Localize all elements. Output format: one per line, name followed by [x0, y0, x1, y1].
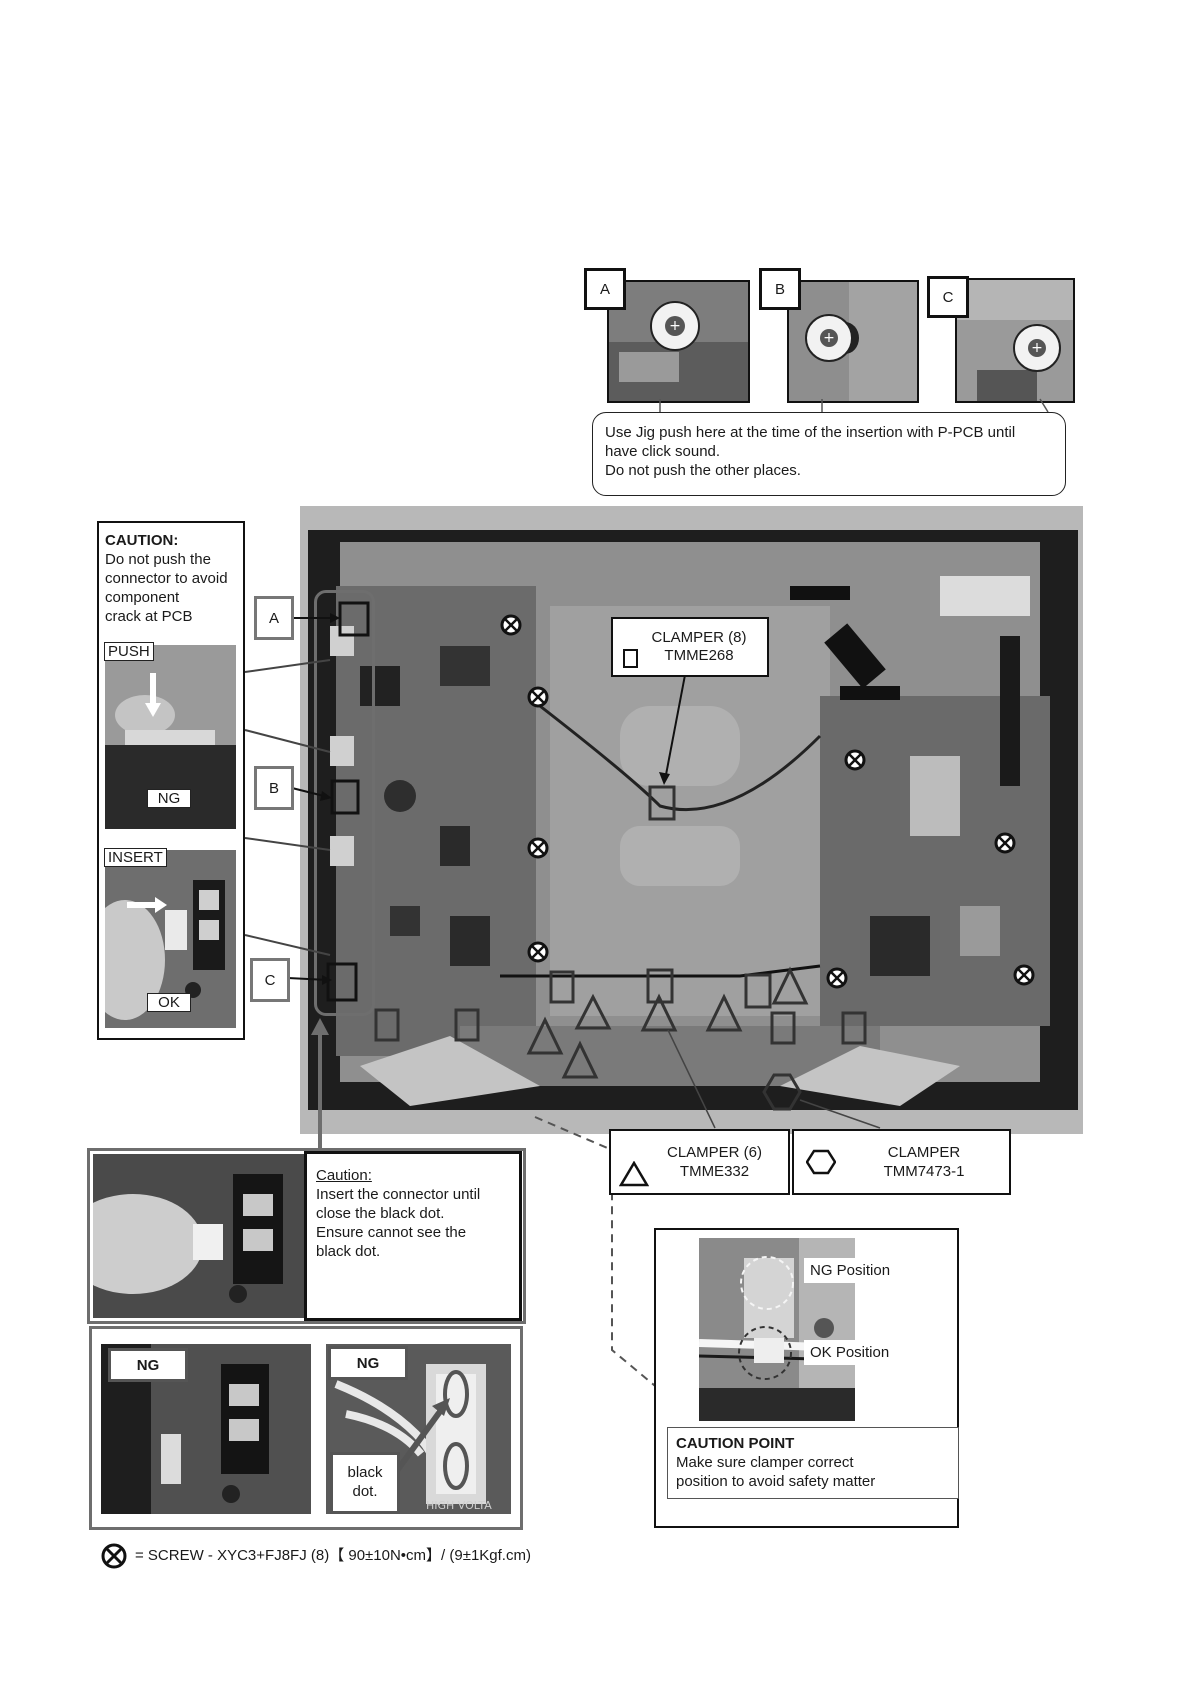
- target-b-mark: [330, 779, 360, 815]
- jig-label-a: A: [584, 268, 626, 310]
- target-c-mark: [326, 962, 358, 1002]
- clamper-square-mark: [744, 973, 772, 1009]
- connector-bracket: [314, 590, 375, 1016]
- jig-instruction-line1: Use Jig push here at the time of the ins…: [605, 424, 1016, 441]
- clamper-square-mark: [770, 1011, 796, 1045]
- jig-photo-b-art: +: [789, 282, 917, 401]
- clamper-8-label: CLAMPER (8) TMME268: [611, 617, 769, 677]
- hexagon-icon: [806, 1149, 836, 1175]
- target-a-mark: [338, 601, 370, 637]
- screw-icon: [844, 749, 866, 771]
- insert-tag: INSERT: [104, 848, 167, 867]
- clamper-square-mark: [549, 970, 575, 1004]
- black-dot-line1: black: [347, 1464, 383, 1481]
- clamper-hex-line1: CLAMPER: [887, 1144, 961, 1161]
- screw-icon: [500, 614, 522, 636]
- caution-left-line2: connector to avoid: [105, 570, 228, 587]
- main-pcb-photo-art: [300, 506, 1083, 1134]
- callout-b: B: [254, 766, 294, 810]
- caution-point-line1: Make sure clamper correct: [676, 1454, 854, 1471]
- clamper-triangle-mark: [574, 993, 612, 1030]
- insert-caution-panel: Caution: Insert the connector until clos…: [87, 1148, 526, 1324]
- jig-instruction-bubble: Use Jig push here at the time of the ins…: [592, 412, 1066, 496]
- clamper-6-line2: TMME332: [679, 1163, 750, 1180]
- clamper-hex-label: CLAMPER TMM7473-1: [792, 1129, 1011, 1195]
- clamper-triangle-mark: [640, 993, 678, 1032]
- jig-photo-a-art: +: [609, 282, 748, 401]
- caution-left-line4: crack at PCB: [105, 608, 193, 625]
- triangle-icon: [619, 1161, 649, 1187]
- jig-photo-c: +: [955, 278, 1075, 403]
- insert-caution-line3: Ensure cannot see the: [316, 1224, 467, 1241]
- clamper-8-line1: CLAMPER (8): [651, 629, 747, 646]
- screw-icon: [527, 941, 549, 963]
- ok-tag: OK: [147, 993, 191, 1012]
- insert-caution-line2: close the black dot.: [316, 1205, 445, 1222]
- ng-tag-1: NG: [108, 1348, 188, 1382]
- clamper-triangle-mark: [705, 993, 743, 1032]
- caution-point-panel: NG Position OK Position CAUTION POINT Ma…: [654, 1228, 959, 1528]
- clamper-6-line1: CLAMPER (6): [666, 1144, 763, 1161]
- screw-icon: [527, 686, 549, 708]
- clamper-8-line2: TMME268: [664, 647, 734, 664]
- insert-caution-photo: [93, 1154, 306, 1318]
- caution-point-line2: position to avoid safety matter: [676, 1473, 876, 1490]
- caution-left-line3: component: [105, 589, 180, 606]
- caution-left-line1: Do not push the: [105, 551, 211, 568]
- caution-point-textbox: CAUTION POINT Make sure clamper correct …: [667, 1427, 959, 1499]
- screw-legend-icon: [101, 1543, 127, 1569]
- insert-caution-textbox: Caution: Insert the connector until clos…: [304, 1151, 522, 1321]
- svg-text:+: +: [1031, 340, 1043, 356]
- insert-caution-line1: Insert the connector until: [316, 1186, 481, 1203]
- svg-text:+: +: [823, 330, 835, 346]
- ng-photo-1: [101, 1344, 311, 1514]
- screw-icon: [527, 837, 549, 859]
- svg-text:+: +: [669, 318, 681, 334]
- clamper-hex-line2: TMM7473-1: [883, 1163, 965, 1180]
- black-dot-line2: dot.: [352, 1483, 378, 1500]
- clamper-triangle-mark: [771, 966, 809, 1005]
- caution-point-title: CAUTION POINT: [676, 1435, 795, 1452]
- ng-photo-2-text: HIGH VOLTA: [426, 1499, 492, 1512]
- ok-position-label: OK Position: [804, 1340, 896, 1365]
- main-pcb-photo: [300, 506, 1083, 1134]
- clamper-triangle-mark: [526, 1016, 564, 1055]
- insert-caution-photo-art: [93, 1154, 306, 1318]
- screw-icon: [826, 967, 848, 989]
- square-icon: [623, 649, 638, 668]
- caution-left-panel: CAUTION: Do not push the connector to av…: [97, 521, 245, 1040]
- clamper-square-mark: [841, 1011, 867, 1045]
- clamper-6-label: CLAMPER (6) TMME332: [609, 1129, 790, 1195]
- clamper-triangle-mark: [561, 1040, 599, 1079]
- jig-label-c: C: [927, 276, 969, 318]
- jig-instruction-line3: Do not push the other places.: [605, 462, 801, 479]
- jig-instruction-line2: have click sound.: [605, 443, 721, 460]
- ng-position-label: NG Position: [804, 1258, 897, 1283]
- jig-photo-b: +: [787, 280, 919, 403]
- jig-label-b: B: [759, 268, 801, 310]
- ng-tag-left: NG: [147, 789, 191, 808]
- insert-caution-line4: black dot.: [316, 1243, 381, 1260]
- screw-legend-text: = SCREW - XYC3+FJ8FJ (8)【 90±10N•cm】/ (9…: [135, 1547, 531, 1564]
- jig-photo-c-art: +: [957, 280, 1073, 401]
- black-dot-label: black dot.: [330, 1452, 400, 1514]
- caution-left-title: CAUTION:: [105, 532, 179, 549]
- screw-icon: [994, 832, 1016, 854]
- jig-photo-a: +: [607, 280, 750, 403]
- ng-examples-panel: NG HIGH VOLTA NG black dot.: [89, 1326, 523, 1530]
- clamper-hexagon-mark: [762, 1073, 802, 1111]
- ng-tag-2: NG: [328, 1346, 408, 1380]
- insert-caution-title: Caution:: [316, 1167, 372, 1184]
- clamper-square-mark: [648, 785, 676, 821]
- screw-icon: [1013, 964, 1035, 986]
- clamper-square-mark: [454, 1008, 480, 1042]
- clamper-square-mark: [374, 1008, 400, 1042]
- push-tag: PUSH: [104, 642, 154, 661]
- callout-a: A: [254, 596, 294, 640]
- callout-c: C: [250, 958, 290, 1002]
